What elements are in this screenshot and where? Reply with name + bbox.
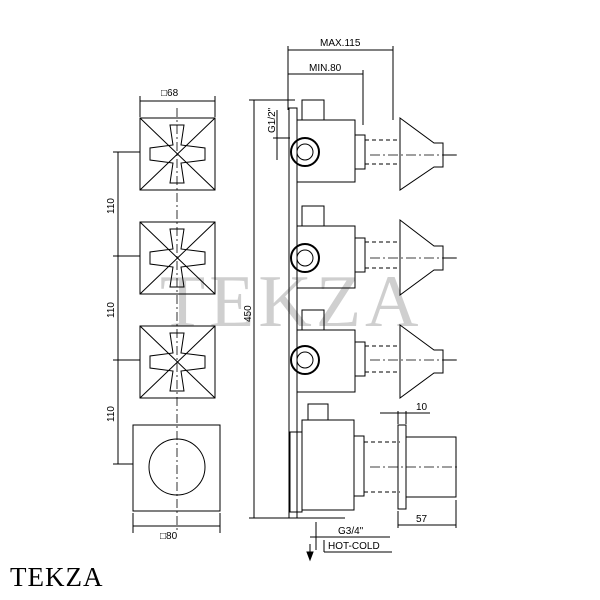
front-cross-handle-2 — [139, 221, 216, 295]
front-handle-plate-2 — [139, 221, 216, 295]
inlet-thread-label: G1/2" — [267, 107, 278, 133]
side-view: MAX.115 MIN.80 450 G1/2" — [243, 38, 460, 562]
spacing-label-1: 110 — [106, 198, 117, 214]
handle-thickness-label: 10 — [416, 402, 428, 413]
spacing-label-2: 110 — [106, 302, 117, 318]
valve-body-1 — [290, 99, 460, 191]
front-thermo-plate — [132, 424, 221, 512]
front-handle-plate-3 — [139, 325, 216, 399]
front-cross-handle-3 — [139, 325, 216, 399]
watermark: TEKZA — [160, 261, 423, 343]
thermo-depth-label: 57 — [416, 514, 428, 525]
front-bottom-width-label: □80 — [160, 531, 178, 542]
front-thermo-knob — [148, 438, 206, 496]
front-handle-plate-1 — [139, 117, 216, 191]
front-top-width-label: □68 — [161, 88, 179, 99]
min-depth-label: MIN.80 — [309, 63, 342, 74]
spacing-label-3: 110 — [106, 406, 117, 422]
thermostatic-body — [289, 403, 460, 513]
front-cross-handle-1 — [139, 117, 216, 191]
valve-body-2 — [290, 205, 460, 296]
max-depth-label: MAX.115 — [320, 38, 361, 49]
valve-body-3 — [290, 309, 460, 399]
supply-label: HOT-COLD — [328, 541, 380, 552]
front-view: □68 110 110 110 — [106, 88, 221, 542]
outlet-thread-label: G3/4" — [338, 526, 364, 537]
brand-logo: TEKZA — [10, 562, 104, 592]
total-height-label: 450 — [243, 305, 254, 322]
